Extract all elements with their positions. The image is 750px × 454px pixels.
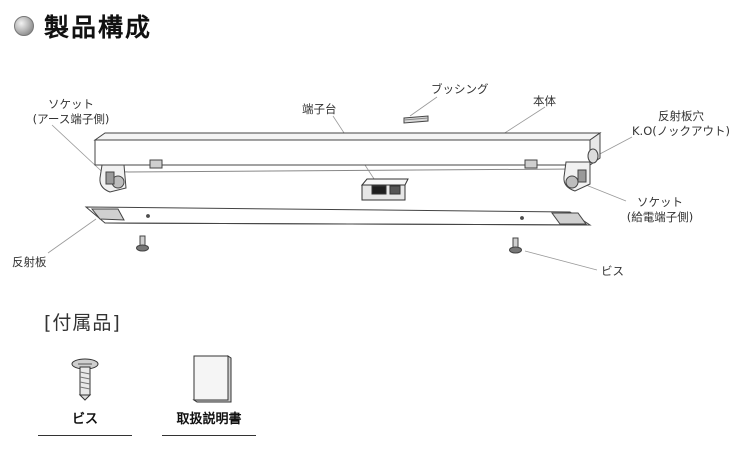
label-screw: ビス bbox=[601, 264, 624, 278]
section-header: 製品構成 bbox=[14, 6, 152, 46]
label-socket-supply: ソケット (給電端子側) bbox=[614, 195, 706, 225]
leader-body bbox=[499, 106, 546, 137]
leader-screw bbox=[524, 250, 598, 271]
label-body: 本体 bbox=[533, 94, 556, 108]
label-socket-earth-line2: (アース端子側) bbox=[32, 112, 110, 126]
label-terminal-block: 端子台 bbox=[302, 102, 337, 116]
section-title: 製品構成 bbox=[44, 13, 153, 42]
terminal-block bbox=[360, 178, 409, 201]
screw-part-left bbox=[136, 235, 149, 252]
leader-socket-supply bbox=[580, 182, 627, 202]
label-socket-earth-line1: ソケット bbox=[48, 97, 94, 111]
reflector-plate bbox=[84, 206, 592, 226]
socket-earth-side bbox=[99, 164, 127, 193]
label-bushing: ブッシング bbox=[431, 82, 489, 96]
accessory-manual: 取扱説明書 bbox=[162, 352, 256, 436]
body-clip-left bbox=[149, 159, 163, 169]
accessory-screw-label: ビス bbox=[71, 412, 98, 427]
screw-part-right bbox=[509, 237, 522, 254]
label-knockout-line2: K.O(ノックアウト) bbox=[632, 124, 730, 138]
manual-icon bbox=[192, 355, 232, 403]
leader-bushing bbox=[409, 96, 438, 117]
bullet-icon bbox=[14, 16, 34, 36]
label-knockout: 反射板穴 K.O(ノックアウト) bbox=[626, 109, 736, 139]
label-knockout-line1: 反射板穴 bbox=[658, 109, 704, 123]
accessory-screw-rule bbox=[38, 435, 132, 436]
accessory-screw: ビス bbox=[38, 352, 132, 436]
accessories-heading: [付属品] bbox=[44, 312, 121, 334]
label-socket-supply-line1: ソケット bbox=[637, 195, 683, 209]
accessory-manual-rule bbox=[162, 435, 256, 436]
accessory-manual-label: 取扱説明書 bbox=[176, 412, 242, 427]
leader-knockout bbox=[595, 136, 633, 157]
bushing-part bbox=[403, 115, 429, 124]
socket-supply-side bbox=[563, 161, 591, 192]
label-reflector: 反射板 bbox=[12, 255, 47, 269]
body-part bbox=[93, 132, 602, 173]
leader-reflector bbox=[47, 218, 97, 254]
label-socket-earth: ソケット (アース端子側) bbox=[26, 97, 116, 127]
knockout-hole bbox=[587, 148, 599, 164]
label-socket-supply-line2: (給電端子側) bbox=[626, 210, 694, 224]
screw-icon bbox=[71, 358, 99, 401]
body-clip-right bbox=[524, 159, 538, 169]
